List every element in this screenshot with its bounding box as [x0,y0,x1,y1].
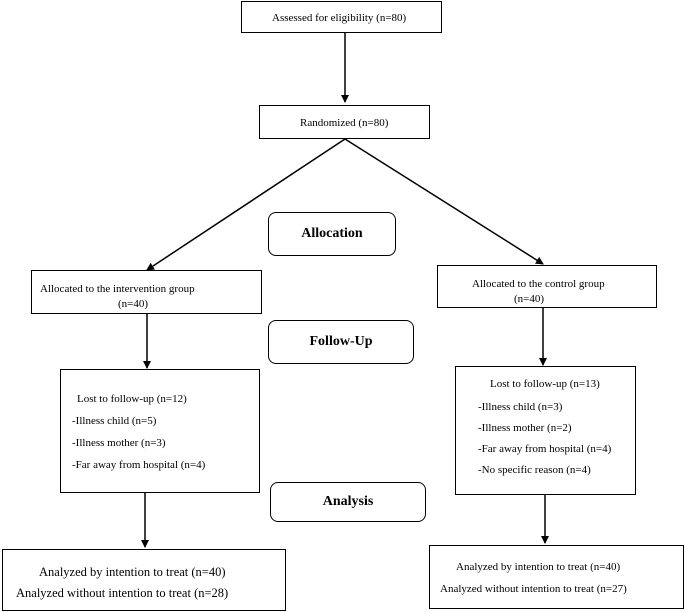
assessed-box: Assessed for eligibility (n=80) [241,1,442,33]
control-allocated-line1: Allocated to the control group [472,278,605,290]
randomized-text: Randomized (n=80) [300,117,389,129]
arrow-randomized-to-intervention [146,138,346,271]
control-analyzed-itt: Analyzed by intention to treat (n=40) [456,561,621,573]
intervention-lost-box: Lost to follow-up (n=12) -Illness child … [60,369,260,493]
follow-up-stage-label: Follow-Up [268,320,414,364]
intervention-allocated-line2: (n=40) [118,298,149,310]
intervention-analyzed-box: Analyzed by intention to treat (n=40) An… [2,549,286,611]
control-analyzed-no-itt: Analyzed without intention to treat (n=2… [440,583,627,595]
randomized-box: Randomized (n=80) [259,105,430,139]
control-lost-item: -Illness child (n=3) [478,401,563,413]
analysis-stage-label: Analysis [270,482,426,522]
intervention-analyzed-itt: Analyzed by intention to treat (n=40) [39,565,226,579]
intervention-lost-title: Lost to follow-up (n=12) [77,393,187,405]
control-lost-item: -No specific reason (n=4) [478,464,591,476]
intervention-lost-item: -Illness mother (n=3) [72,437,166,449]
control-lost-box: Lost to follow-up (n=13) -Illness child … [455,366,636,495]
control-allocated-box: Allocated to the control group (n=40) [437,265,657,308]
intervention-analyzed-no-itt: Analyzed without intention to treat (n=2… [16,586,229,600]
control-allocated-line2: (n=40) [514,293,545,305]
assessed-text: Assessed for eligibility (n=80) [272,12,407,24]
control-analyzed-box: Analyzed by intention to treat (n=40) An… [429,545,684,609]
intervention-allocated-box: Allocated to the intervention group (n=4… [31,270,262,314]
arrow-randomized-to-control [344,138,544,265]
control-lost-item: -Illness mother (n=2) [478,422,572,434]
allocation-stage-label: Allocation [268,212,396,256]
control-lost-title: Lost to follow-up (n=13) [490,378,600,390]
control-lost-item: -Far away from hospital (n=4) [478,443,612,455]
intervention-lost-item: -Illness child (n=5) [72,415,157,427]
intervention-lost-item: -Far away from hospital (n=4) [72,459,206,471]
intervention-allocated-line1: Allocated to the intervention group [40,283,195,295]
